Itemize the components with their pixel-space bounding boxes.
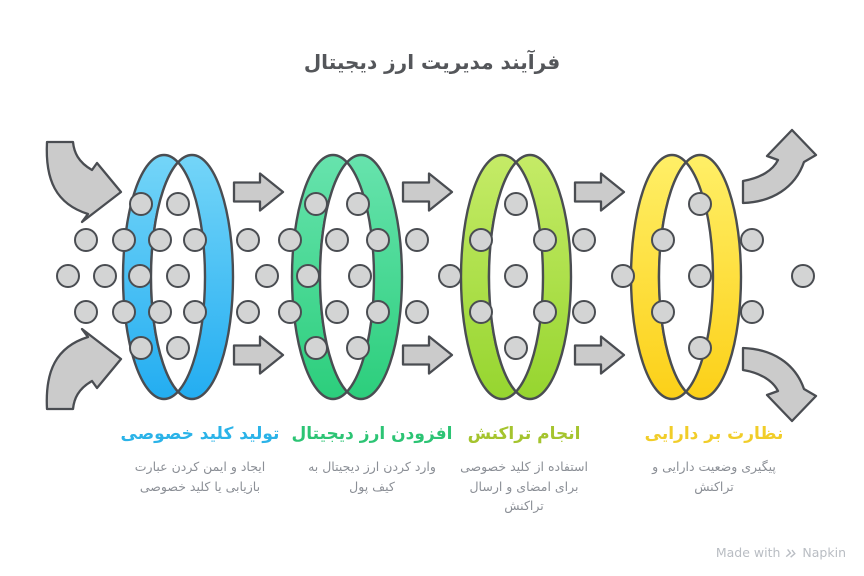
step-heading: تولید کلید خصوصی (120, 424, 280, 444)
flow-dot (183, 228, 207, 252)
flow-dot (346, 192, 370, 216)
step-description: پیگیری وضعیت دارایی و تراکنش (652, 459, 776, 494)
flow-dot (469, 228, 493, 252)
flow-dot (148, 300, 172, 324)
flow-arrow-icon (573, 172, 626, 212)
step-heading: نظارت بر دارایی (644, 424, 784, 444)
step-description: وارد کردن ارز دیجیتال به کیف پول (308, 459, 436, 494)
flow-dot (255, 264, 279, 288)
flow-dot (572, 228, 596, 252)
flow-dot (183, 300, 207, 324)
step-description: ایجاد و ایمن کردن عبارت بازیابی یا کلید … (134, 459, 266, 494)
flow-arrow-icon (401, 172, 454, 212)
flow-dot (366, 300, 390, 324)
flow-dot (405, 228, 429, 252)
flow-arrow-icon (573, 335, 626, 375)
inflow-bottom-arrow-icon (45, 327, 123, 411)
flow-dot (651, 300, 675, 324)
flow-dot (74, 228, 98, 252)
flow-dot (304, 192, 328, 216)
step-add-digital-currency: افزودن ارز دیجیتال وارد کردن ارز دیجیتال… (282, 424, 462, 496)
flow-dot (112, 300, 136, 324)
watermark-prefix: Made with (715, 545, 781, 560)
outflow-bottom-arrow-icon (741, 346, 818, 423)
flow-dot (533, 300, 557, 324)
flow-dot (148, 228, 172, 252)
flow-dot (128, 264, 152, 288)
flow-dot (166, 336, 190, 360)
flow-dot (688, 192, 712, 216)
flow-dot (688, 264, 712, 288)
step-heading: انجام تراکنش (467, 424, 581, 444)
flow-arrow-icon (232, 172, 285, 212)
flow-dot (166, 264, 190, 288)
flow-dot (469, 300, 493, 324)
flow-dot (688, 336, 712, 360)
step-heading: افزودن ارز دیجیتال (291, 424, 453, 444)
flow-dot (405, 300, 429, 324)
flow-dot (533, 228, 557, 252)
flow-dot (366, 228, 390, 252)
flow-dot (56, 264, 80, 288)
step-monitor-assets: نظارت بر دارایی پیگیری وضعیت دارایی و تر… (624, 424, 804, 496)
flow-dot (296, 264, 320, 288)
flow-dot (236, 300, 260, 324)
watermark-brand: Napkin (802, 545, 846, 560)
flow-dot (278, 228, 302, 252)
flow-arrow-icon (232, 335, 285, 375)
step-description: استفاده از کلید خصوصی برای امضای و ارسال… (460, 459, 588, 513)
flow-dot (740, 300, 764, 324)
flow-dot (278, 300, 302, 324)
flow-dot (791, 264, 815, 288)
flow-dot (166, 192, 190, 216)
flow-dot (438, 264, 462, 288)
made-with-napkin-badge[interactable]: Made with Napkin (716, 545, 846, 560)
flow-dot (74, 300, 98, 324)
page-title: فرآیند مدیریت ارز دیجیتال (303, 50, 561, 74)
flow-dot (93, 264, 117, 288)
flow-dot (325, 300, 349, 324)
napkin-logo-icon (786, 548, 797, 558)
flow-dot (740, 228, 764, 252)
flow-dot (346, 336, 370, 360)
step-generate-private-key: تولید کلید خصوصی ایجاد و ایمن کردن عبارت… (110, 424, 290, 496)
flow-dot (504, 336, 528, 360)
ring-monitor-assets (629, 153, 743, 401)
flow-dot (611, 264, 635, 288)
flow-dot (504, 192, 528, 216)
inflow-top-arrow-icon (45, 140, 123, 224)
flow-dot (236, 228, 260, 252)
flow-dot (651, 228, 675, 252)
flow-dot (572, 300, 596, 324)
flow-arrow-icon (401, 335, 454, 375)
flow-dot (129, 192, 153, 216)
outflow-top-arrow-icon (741, 128, 818, 205)
flow-dot (325, 228, 349, 252)
step-perform-transaction: انجام تراکنش استفاده از کلید خصوصی برای … (434, 424, 614, 515)
flow-dot (504, 264, 528, 288)
flow-dot (129, 336, 153, 360)
flow-dot (348, 264, 372, 288)
flow-dot (112, 228, 136, 252)
flow-dot (304, 336, 328, 360)
